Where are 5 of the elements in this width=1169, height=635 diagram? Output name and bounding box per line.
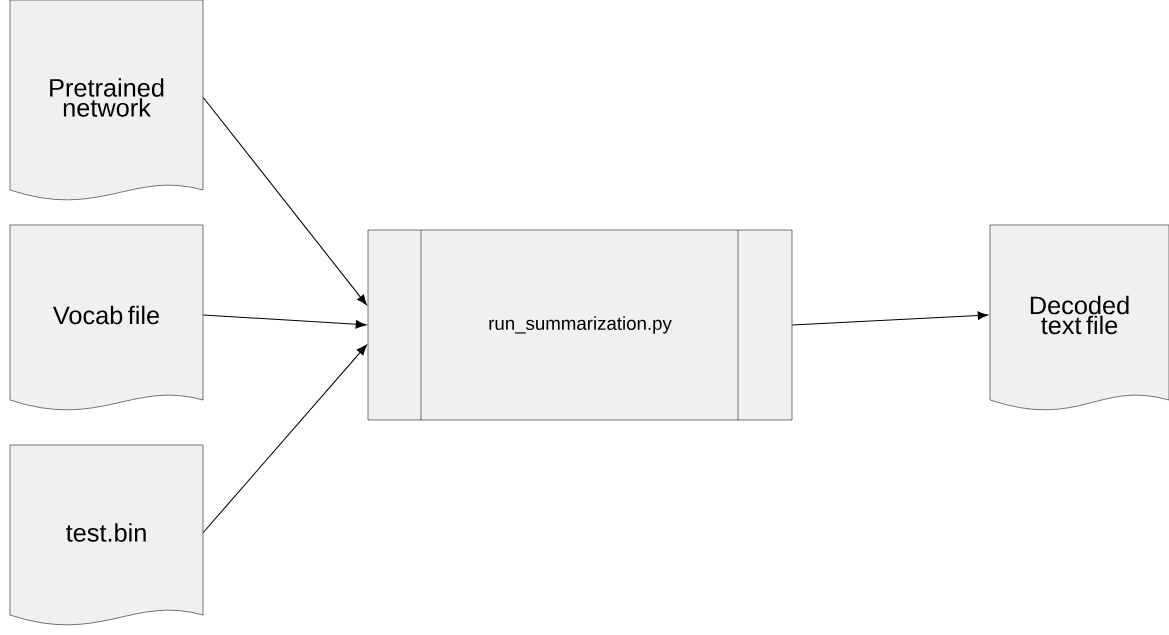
process-box: run_summarization.py [367,229,793,421]
arrow [202,314,367,329]
arrow [202,344,367,534]
arrow [791,311,989,326]
arrow [202,96,367,306]
